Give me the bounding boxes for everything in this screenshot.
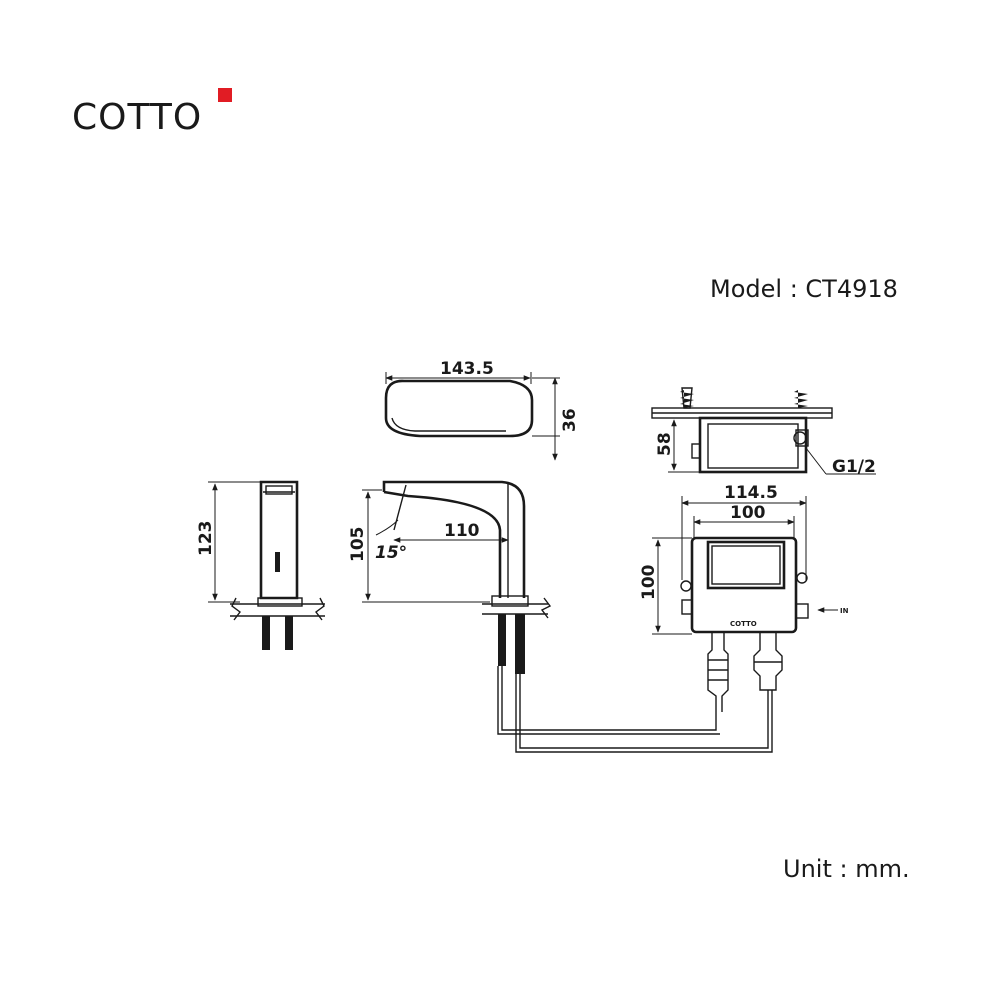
dim-top-depth: 36: [560, 408, 580, 432]
brand-name: COTTO: [72, 97, 203, 138]
control-box-body: [698, 416, 808, 474]
spout-outline-top: [382, 480, 526, 598]
water-connector: [753, 632, 783, 691]
hose-connections: [497, 666, 773, 753]
side-mount-rod-right: [285, 616, 293, 650]
sensor-hose: [501, 666, 717, 731]
control-box-top-view: 58 G1/2: [651, 387, 876, 477]
side-view: 123: [196, 480, 325, 650]
control-box-front: [690, 536, 798, 634]
screw-right: [794, 390, 808, 408]
top-view-outline: [384, 379, 534, 438]
angle-arc: [375, 519, 399, 536]
dim-box-outer-width: 114.5: [724, 483, 778, 503]
brand-logo: COTTO: [72, 88, 232, 140]
dim-side-height: 123: [196, 521, 216, 557]
front-view: 105 110 15°: [348, 480, 552, 674]
dim-top-length: 143.5: [440, 359, 494, 379]
inlet-hose-left: [498, 614, 506, 666]
model-label: Model : CT4918: [710, 275, 898, 303]
inlet-hose-right: [515, 614, 525, 674]
dim-box-height: 58: [655, 432, 675, 456]
control-box-window: [706, 540, 786, 590]
dim-thread: G1/2: [832, 457, 876, 477]
water-hose: [519, 674, 769, 749]
screw-left: [680, 390, 694, 408]
side-mount-rod-left: [262, 616, 270, 650]
sensor-window: [275, 552, 280, 572]
box-brand-label: COTTO: [730, 620, 757, 628]
side-view-body: [259, 480, 299, 600]
sensor-cable: [707, 632, 717, 712]
dim-box-front-height: 100: [639, 564, 659, 600]
top-view-inner-line: [391, 417, 506, 432]
dim-spout-angle: 15°: [375, 543, 407, 563]
inlet-mark: IN: [840, 607, 849, 615]
control-box-front-view: 114.5 100 COTTO IN 100: [639, 483, 849, 712]
dim-spout-reach: 110: [444, 521, 480, 541]
brand-accent-square: [218, 88, 232, 102]
spout-outline-bottom: [383, 490, 502, 598]
dim-box-inner-width: 100: [730, 503, 766, 523]
unit-label: Unit : mm.: [783, 855, 910, 883]
dim-spout-height: 105: [348, 527, 368, 563]
top-view: 143.5 36: [384, 359, 580, 461]
